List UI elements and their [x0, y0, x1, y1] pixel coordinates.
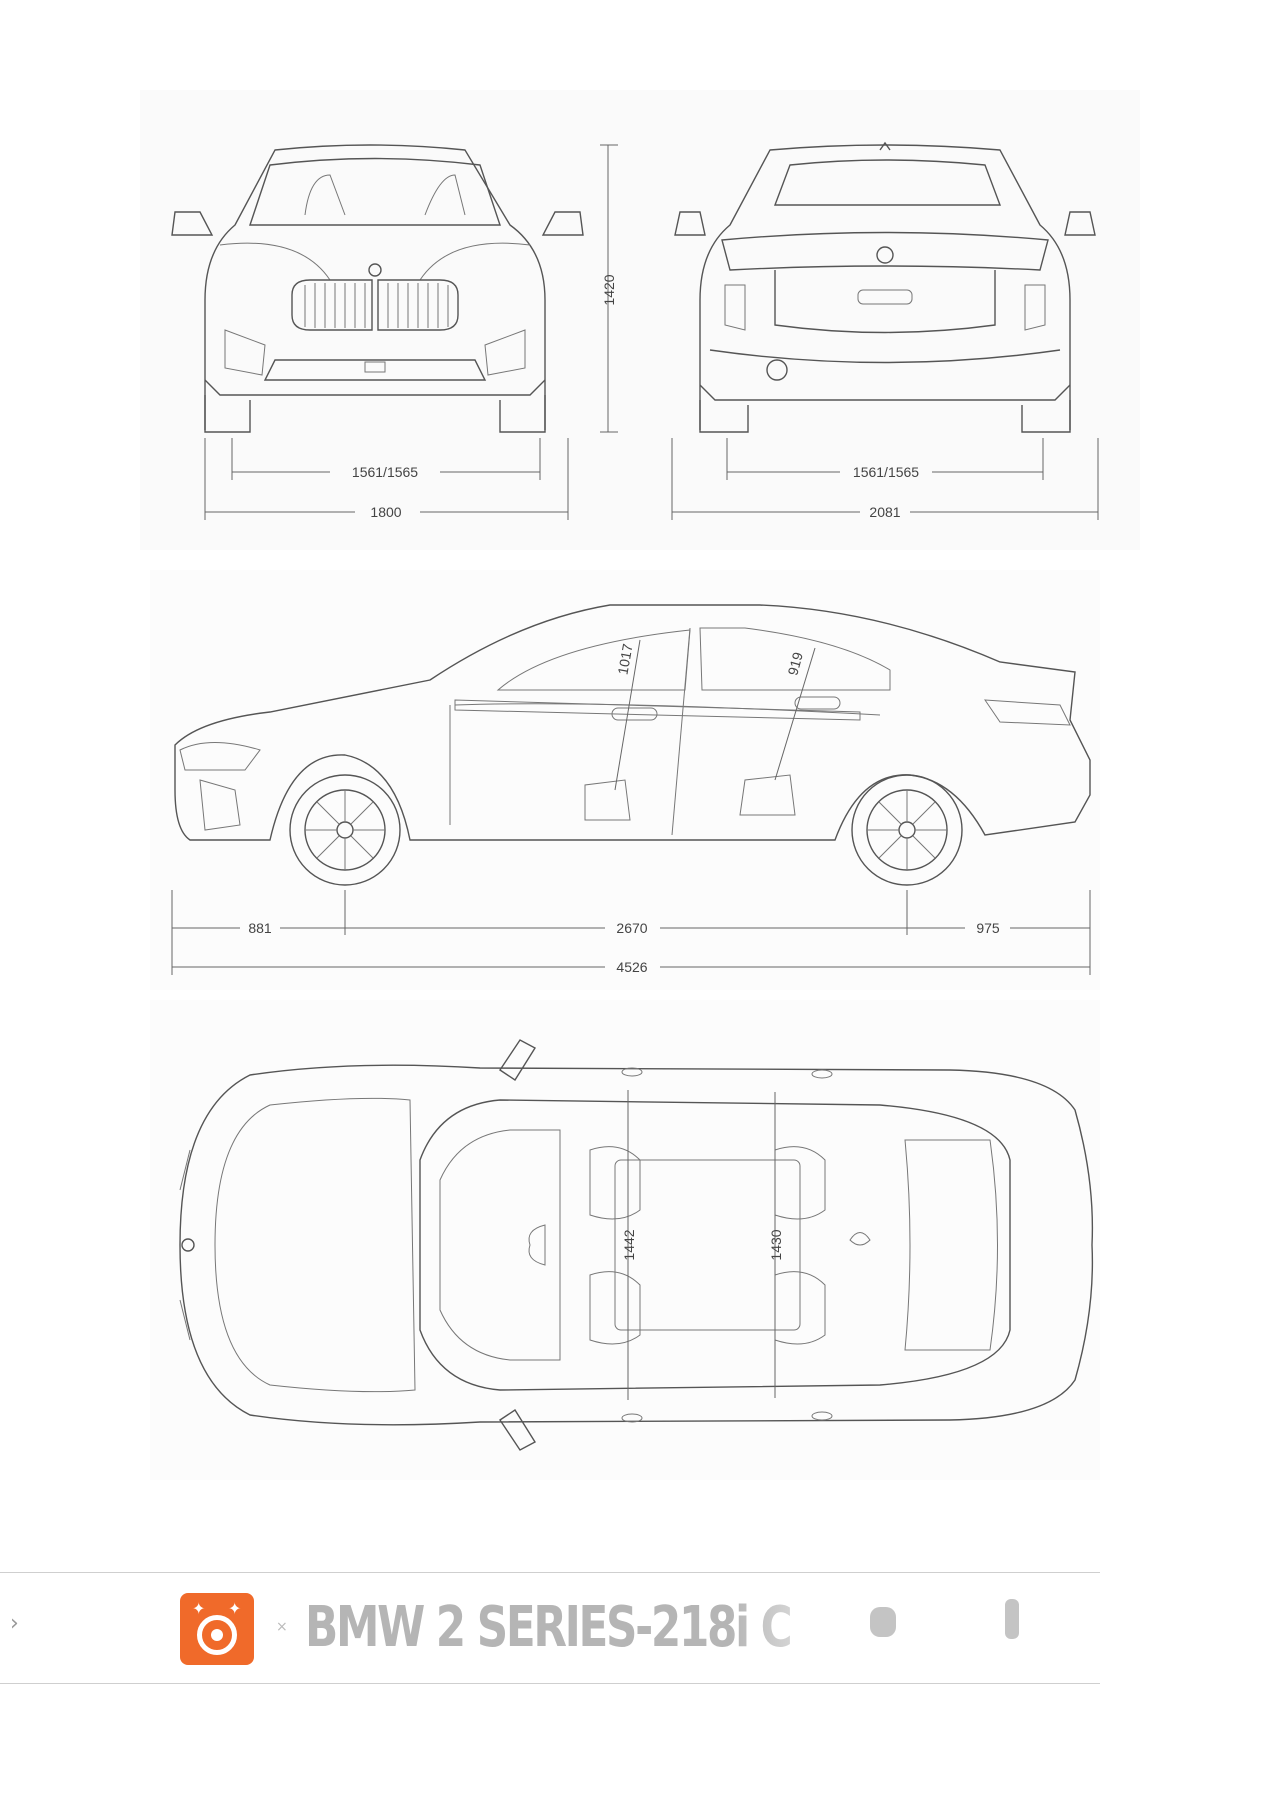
top-view-panel	[150, 1000, 1100, 1480]
camera-logo-icon: ✦ ✦	[180, 1593, 254, 1665]
page-title: BMW 2 SERIES-218i C	[305, 1595, 793, 1660]
front-view	[171, 144, 584, 433]
height-label: 1420	[601, 274, 617, 305]
separator-icon: ×	[276, 1619, 288, 1635]
front-track-label: 1561/1565	[352, 464, 418, 480]
length-label: 4526	[616, 959, 647, 975]
side-dimension-lines	[171, 890, 1091, 975]
front-headroom-label: 1017	[614, 642, 635, 676]
width-mirrors-label: 2081	[869, 504, 900, 520]
rear-interior-width-label: 1430	[768, 1229, 784, 1260]
star-icon: ✦	[228, 1599, 242, 1618]
front-rear-views-panel	[140, 90, 1140, 550]
footer-bar: › ✦ ✦ × BMW 2 SERIES-218i C	[0, 1572, 1100, 1684]
side-view	[174, 604, 1091, 886]
rear-track-label: 1561/1565	[853, 464, 919, 480]
front-overhang-label: 881	[248, 920, 272, 936]
front-interior-width-label: 1442	[621, 1229, 637, 1260]
width-label: 1800	[370, 504, 401, 520]
logo-ring	[197, 1615, 237, 1655]
front-rear-dimension-lines	[204, 144, 1099, 520]
star-icon: ✦	[192, 1599, 206, 1618]
blurred-text-fragment	[870, 1607, 896, 1637]
chevron-right-icon[interactable]: ›	[10, 1611, 19, 1636]
top-view	[179, 1039, 1094, 1451]
blurred-text-fragment	[1005, 1599, 1019, 1639]
logo-dot	[211, 1629, 223, 1641]
rear-headroom-label: 919	[784, 650, 806, 677]
rear-overhang-label: 975	[976, 920, 1000, 936]
wheelbase-label: 2670	[616, 920, 647, 936]
rear-view	[674, 141, 1096, 433]
title-fade-overlay	[730, 1573, 1100, 1681]
